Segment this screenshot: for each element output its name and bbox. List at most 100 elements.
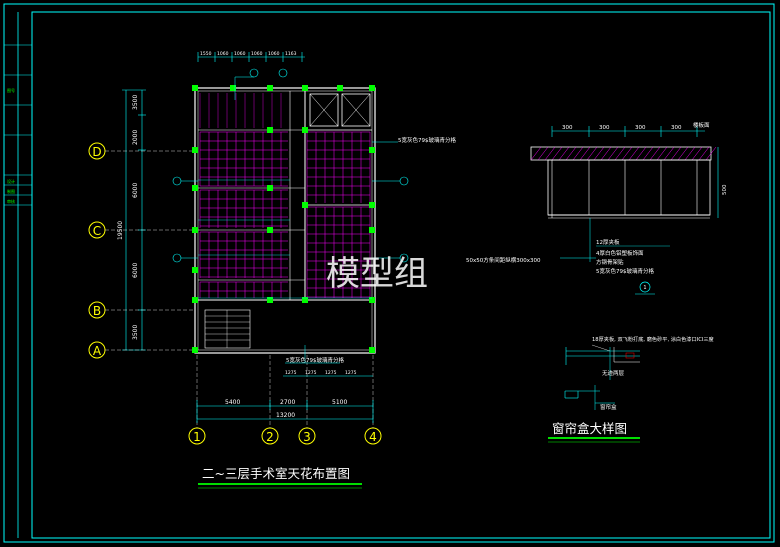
top-dim-6: 1163 [285, 51, 297, 57]
top-dimension-chain: 1550 1060 1060 1060 1060 1163 [197, 51, 305, 62]
ceiling-grid-pattern [199, 93, 371, 298]
row-label-d: D [92, 145, 101, 159]
hatch-line [663, 146, 675, 161]
hatch-line [572, 146, 584, 161]
hatch-line [656, 146, 668, 161]
hatch-line [607, 146, 619, 161]
left-dimension-chain: 3500 2000 6000 6000 3500 19500 [117, 89, 146, 351]
hatch-line [530, 146, 542, 161]
small-detail-label-1: 无迹两层 [602, 369, 625, 377]
bottom-dimension-chain: 5400 2700 5100 13200 1275 1275 1275 1275 [196, 370, 374, 423]
row-total-dim: 19500 [117, 221, 124, 240]
hatch-line [586, 146, 598, 161]
hatch-line [593, 146, 605, 161]
detail-note-2: 4厚白色铝塑板饰面 [596, 249, 644, 257]
bottom-dim-4: 1275 [345, 370, 357, 376]
column-marker [369, 297, 375, 303]
slab-section [530, 146, 712, 161]
column-marker [267, 85, 273, 91]
column-marker [192, 147, 198, 153]
column-marker [267, 127, 273, 133]
detail-callout-circle [639, 281, 651, 293]
detail-title: 窗帘盒大样图 [552, 421, 627, 436]
title-block-label-4: 审核 [7, 198, 15, 204]
hatch-line [600, 146, 612, 161]
column-marker [230, 85, 236, 91]
row-label-a: A [93, 344, 102, 358]
col-label-3: 3 [303, 430, 311, 444]
bottom-dim-2: 1275 [305, 370, 317, 376]
top-dim-2: 1060 [217, 51, 229, 57]
row-axis-bubbles: D C B A [88, 142, 195, 359]
col-dim-2: 2700 [280, 399, 295, 406]
hatch-line [698, 146, 710, 161]
col-label-4: 4 [369, 430, 377, 444]
column-marker [192, 85, 198, 91]
detail-side-dim: 500 [722, 184, 728, 195]
detail-dim-4: 300 [671, 125, 682, 131]
curtain-box-detail: 300 300 300 300 楼板面 500 50x50方条间距纵横300x3… [466, 121, 728, 295]
col-dim-1: 5400 [225, 399, 240, 406]
top-dim-1: 1550 [200, 51, 212, 57]
column-marker [302, 127, 308, 133]
ceiling-frame [547, 159, 711, 216]
hatch-line [537, 146, 549, 161]
column-marker [369, 147, 375, 153]
column-marker [192, 347, 198, 353]
hatch-line [579, 146, 591, 161]
title-block-label-1: 图号 [7, 87, 15, 93]
row-label-b: B [93, 304, 101, 318]
sheet-border [3, 3, 775, 543]
column-marker [192, 185, 198, 191]
detail-left-note: 50x50方条间距纵横300x300 [466, 256, 541, 264]
column-marker [302, 202, 308, 208]
title-block: 图号 设计 制图 审核 [4, 12, 32, 538]
detail-dim-3: 300 [635, 125, 646, 131]
detail-dim-1: 300 [562, 125, 573, 131]
detail-dim-2: 300 [599, 125, 610, 131]
structural-columns [192, 85, 375, 353]
title-block-label-3: 制图 [7, 188, 15, 194]
hatch-line [677, 146, 689, 161]
plan-walls [194, 87, 376, 354]
row-dim-5: 3500 [132, 325, 139, 340]
hatch-line [649, 146, 661, 161]
hatch-line [621, 146, 633, 161]
hatch-line [670, 146, 682, 161]
curtain-box-small-detail: 18厚夹板, 双飞粉打底, 磨色砂平, 涂白色漆口ICI三度 无迹两层 窗帘盒 … [548, 335, 714, 443]
ceiling-plan: 1550 1060 1060 1060 1060 1163 3500 2000 … [88, 51, 456, 489]
detail-note-3: 方钢骨架贴 [596, 258, 624, 266]
column-marker [192, 227, 198, 233]
column-marker [369, 202, 375, 208]
column-marker [369, 227, 375, 233]
top-dim-5: 1060 [268, 51, 280, 57]
col-total-dim: 13200 [276, 412, 295, 419]
row-dim-3: 6000 [132, 183, 139, 198]
room-dimension-labels [198, 179, 372, 299]
hatch-line [691, 146, 703, 161]
inner-frame [31, 11, 771, 539]
row-label-c: C [93, 224, 101, 238]
column-marker [369, 347, 375, 353]
column-marker [302, 85, 308, 91]
hatch-line [628, 146, 640, 161]
hatch-line [558, 146, 570, 161]
column-marker [337, 85, 343, 91]
hatch-line [551, 146, 563, 161]
col-dim-3: 5100 [332, 399, 347, 406]
row-dim-4: 6000 [132, 263, 139, 278]
plan-right-note: 5宽灰色79$玻璃青分格 [398, 136, 456, 144]
hatch-line [544, 146, 556, 161]
small-detail-label-2: 窗帘盒 [600, 403, 617, 411]
column-marker [267, 185, 273, 191]
detail-callout-number: 1 [643, 285, 646, 291]
watermark: 模型组 [326, 254, 428, 294]
detail-note-1: 12厚夹板 [596, 238, 620, 246]
col-label-1: 1 [193, 430, 201, 444]
column-axis-bubbles: 1 2 3 4 [188, 355, 382, 445]
bottom-dim-3: 1275 [325, 370, 337, 376]
plan-callouts [172, 68, 409, 263]
hatch-line [684, 146, 696, 161]
